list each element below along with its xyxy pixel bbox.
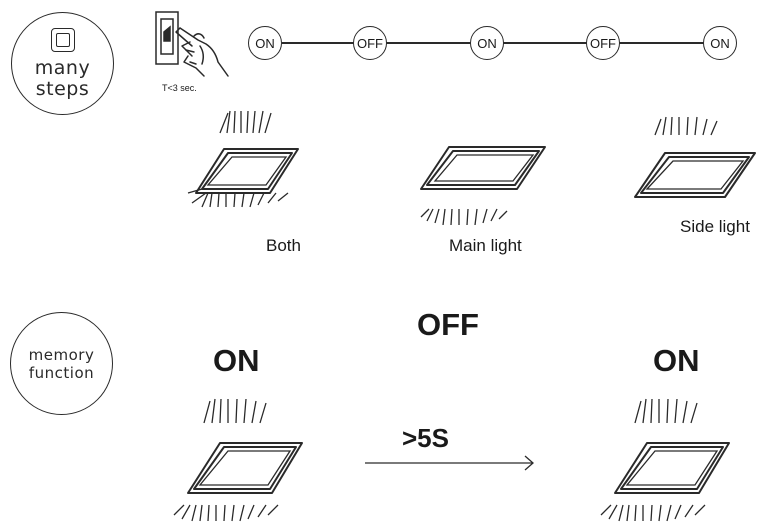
memory-line1: memory — [28, 345, 95, 364]
sequence-node: ON — [703, 26, 737, 60]
arrow-right-icon — [365, 455, 534, 471]
memory-on-right: ON — [653, 343, 700, 378]
memory-line2: function — [28, 363, 95, 382]
mode-label-side: Side light — [680, 217, 750, 236]
panel-light-icon — [634, 116, 756, 198]
sequence-node: ON — [470, 26, 504, 60]
switch-hand-illustration — [155, 11, 229, 77]
panel-light-icon — [187, 110, 299, 208]
timing-note: T<3 sec. — [162, 83, 197, 93]
duration-label: >5S — [402, 423, 449, 453]
many-steps-line1: many — [34, 56, 91, 79]
memory-on-left: ON — [213, 343, 260, 378]
sequence-node: ON — [248, 26, 282, 60]
many-steps-line2: steps — [35, 77, 90, 100]
panel-light-icon — [420, 146, 546, 225]
many-steps-badge: many steps — [11, 12, 114, 115]
button-icon — [50, 27, 75, 52]
panel-light-icon — [173, 398, 303, 522]
sequence-node: OFF — [586, 26, 620, 60]
memory-off-middle: OFF — [417, 307, 479, 342]
sequence-node: OFF — [353, 26, 387, 60]
wall-switch-icon — [155, 11, 179, 65]
mode-label-both: Both — [266, 236, 301, 255]
mode-label-main: Main light — [449, 236, 522, 255]
pointing-hand-icon — [175, 27, 229, 77]
memory-function-badge: memory function — [10, 312, 113, 415]
panel-light-icon — [600, 398, 730, 522]
